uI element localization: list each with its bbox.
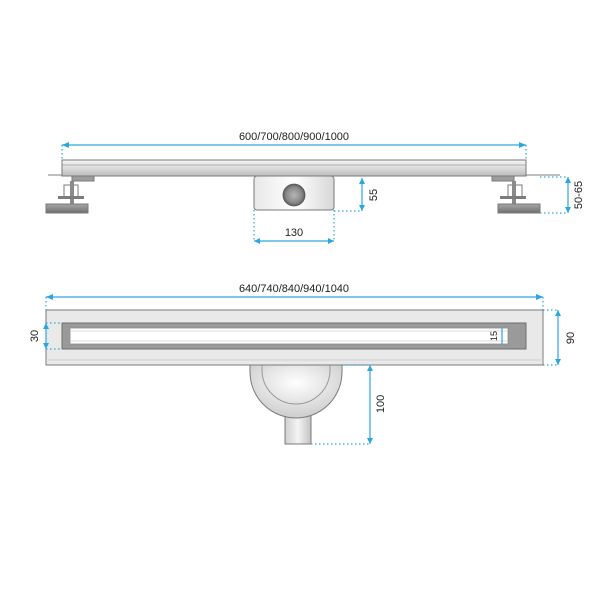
channel-width-label: 30	[29, 330, 41, 342]
arrow-left	[46, 294, 53, 300]
arrow-up	[565, 177, 571, 183]
side-length-label: 600/700/800/900/1000	[239, 131, 349, 143]
arrow-down	[367, 438, 373, 444]
arrow-up	[359, 178, 365, 184]
arrow-left	[254, 238, 260, 244]
outlet-height-label: 55	[368, 189, 380, 201]
left-bracket	[71, 175, 95, 182]
top-length-label: 640/740/840/940/1040	[239, 283, 349, 295]
arrow-up	[367, 365, 373, 371]
left-nut	[58, 196, 84, 199]
arrow-down	[359, 205, 365, 211]
arrow-left	[62, 142, 69, 148]
grate-gap-label: 15	[489, 331, 499, 341]
channel-body	[61, 159, 527, 177]
right-screw	[512, 181, 516, 205]
leg-height-label: 50-65	[573, 181, 585, 209]
arrow-right	[519, 142, 526, 148]
outlet-bowl-inner	[261, 363, 331, 405]
outlet-hole	[282, 183, 306, 207]
arrow-down	[43, 343, 49, 349]
outlet-bowl	[249, 363, 343, 419]
outlet-width-label: 130	[285, 227, 303, 239]
arrow-down	[555, 359, 561, 365]
top-view: 640/740/840/940/1040 30 15 90 100	[29, 283, 577, 445]
arrow-up	[43, 323, 49, 329]
drain-grate	[69, 327, 509, 345]
right-leveling-foot	[491, 175, 541, 214]
arrow-right	[536, 294, 543, 300]
arrow-up	[555, 310, 561, 316]
left-screw	[70, 181, 74, 205]
arrow-right	[328, 238, 334, 244]
side-view: 600/700/800/900/1000 55 130 50-65	[45, 131, 585, 244]
arrow-down	[565, 207, 571, 213]
right-nut	[500, 196, 526, 199]
total-width-label: 90	[565, 332, 577, 344]
right-foot-pad	[497, 203, 541, 214]
pipe-length-label: 100	[375, 395, 387, 413]
left-leveling-foot	[45, 175, 95, 214]
left-foot-pad	[45, 203, 89, 214]
right-bracket	[491, 175, 515, 182]
